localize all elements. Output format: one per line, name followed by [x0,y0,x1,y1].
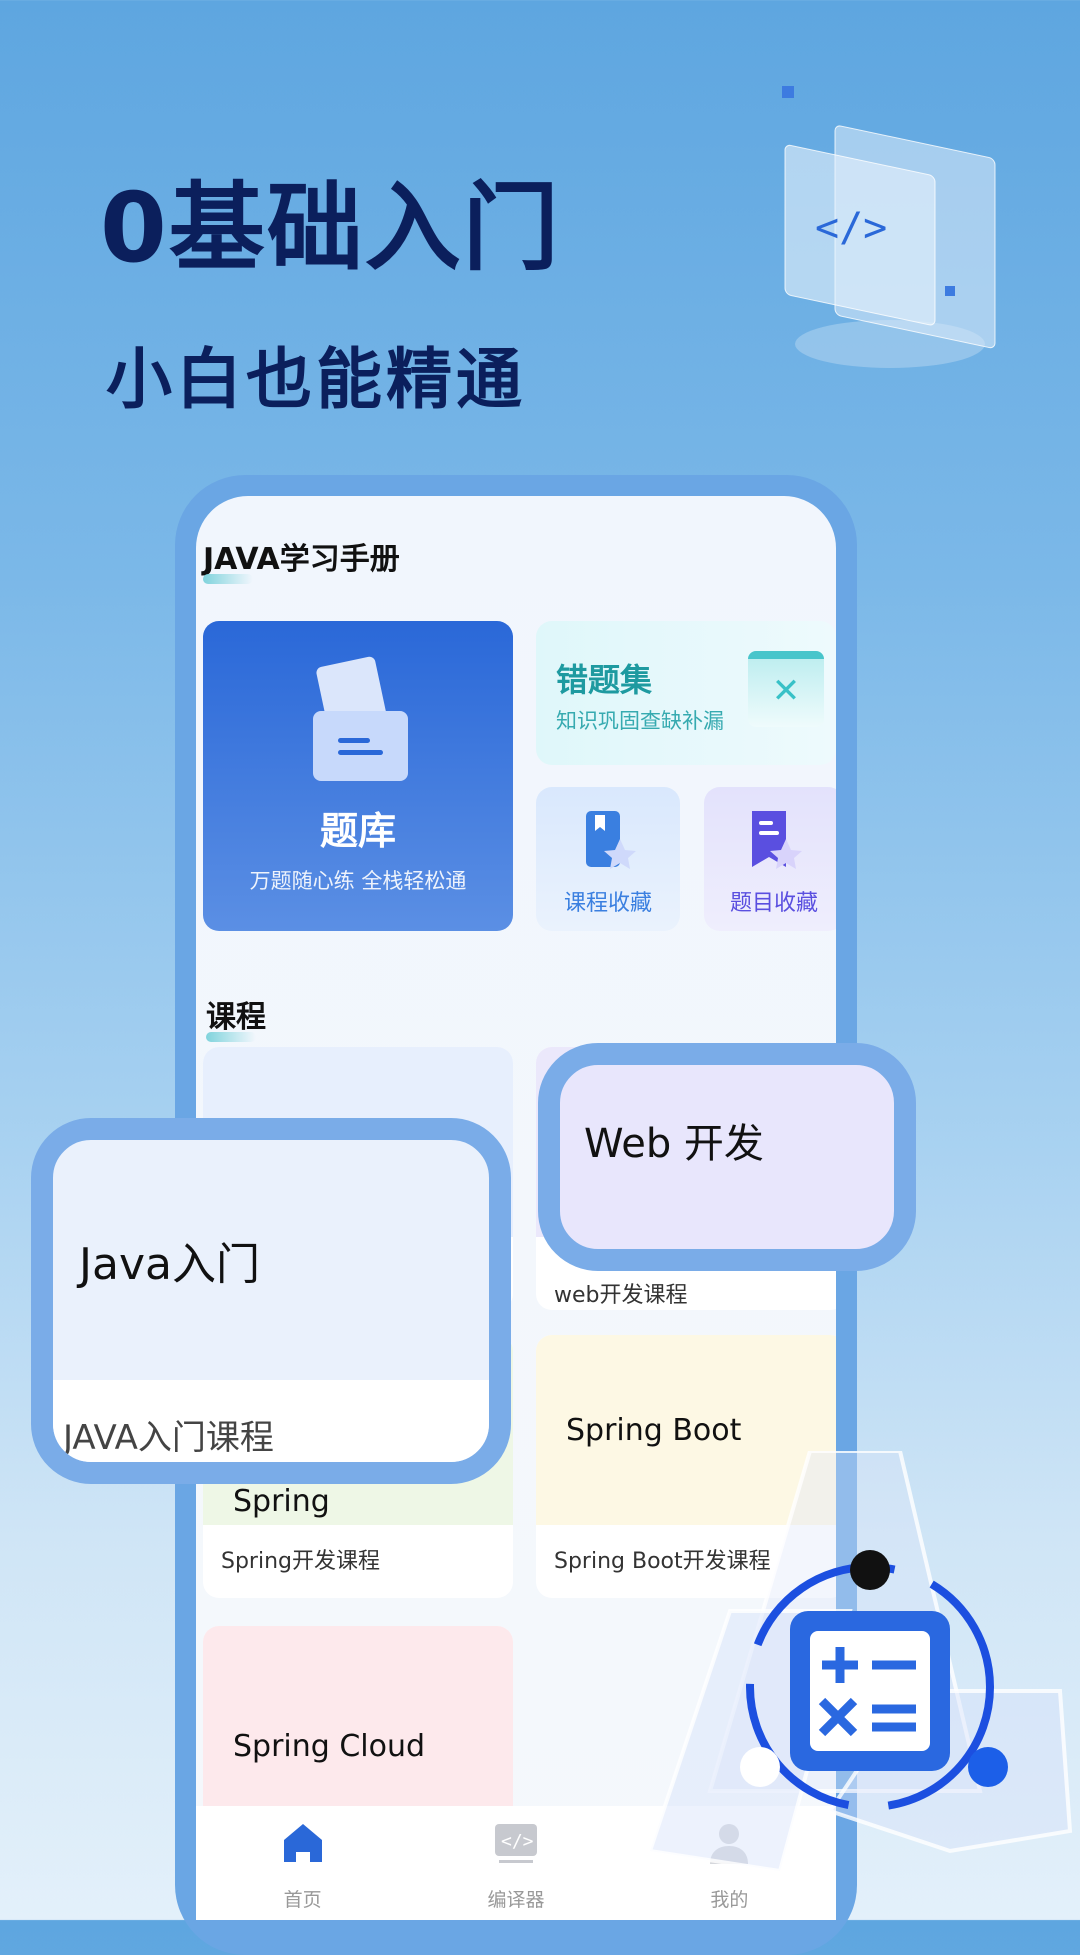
web-course-zoom-callout[interactable]: Web 开发 [538,1043,916,1271]
nav-compiler[interactable]: </> 编译器 [409,1806,622,1920]
nav-home[interactable]: 首页 [196,1806,409,1920]
course-favorites-card[interactable]: 课程收藏 [536,787,680,931]
course-desc: Spring Boot开发课程 [554,1549,771,1574]
hero-title: 0基础入门 [100,172,561,284]
code-window-illustration: </> [782,86,996,368]
code-icon: </> [494,1824,537,1863]
nav-label: 编译器 [487,1889,545,1911]
wrong-questions-card[interactable]: 错题集 知识巩固查缺补漏 ✕ [536,621,836,765]
nav-profile[interactable]: 我的 [623,1806,836,1920]
course-desc: web开发课程 [554,1283,688,1308]
calculator-illustration [650,1451,1073,1874]
bank-subtitle: 万题随心练 全栈轻松通 [249,869,467,893]
callout-course-name: Java入门 [79,1239,260,1290]
callout-course-name: Web 开发 [584,1121,764,1167]
course-desc: Spring开发课程 [221,1549,380,1574]
app-title: JAVA学习手册 [203,534,400,584]
wrong-subtitle: 知识巩固查缺补漏 [556,709,724,733]
document-star-icon [752,811,802,869]
home-icon [283,1824,322,1862]
courses-title: 课程 [206,992,266,1042]
svg-text:</>: </> [815,205,887,251]
nav-label: 首页 [283,1889,322,1911]
callout-course-desc: JAVA入门课程 [53,1380,489,1462]
hero-subtitle: 小白也能精通 [106,341,526,418]
folder-icon [313,656,408,781]
course-favorites-label: 课程收藏 [563,891,652,916]
user-icon [710,1824,749,1864]
java-course-zoom-callout[interactable]: Java入门 JAVA入门课程 [31,1118,511,1484]
course-name: Spring Boot [536,1335,836,1525]
svg-text:</>: </> [501,1831,534,1852]
x-icon: ✕ [748,651,824,727]
wrong-title: 错题集 [556,661,653,699]
bank-title: 题库 [319,809,396,853]
question-favorites-card[interactable]: 题目收藏 [704,787,836,931]
bookmark-star-icon [586,811,636,869]
question-bank-card[interactable]: 题库 万题随心练 全栈轻松通 [203,621,513,931]
nav-label: 我的 [710,1889,749,1911]
question-favorites-label: 题目收藏 [729,891,818,916]
